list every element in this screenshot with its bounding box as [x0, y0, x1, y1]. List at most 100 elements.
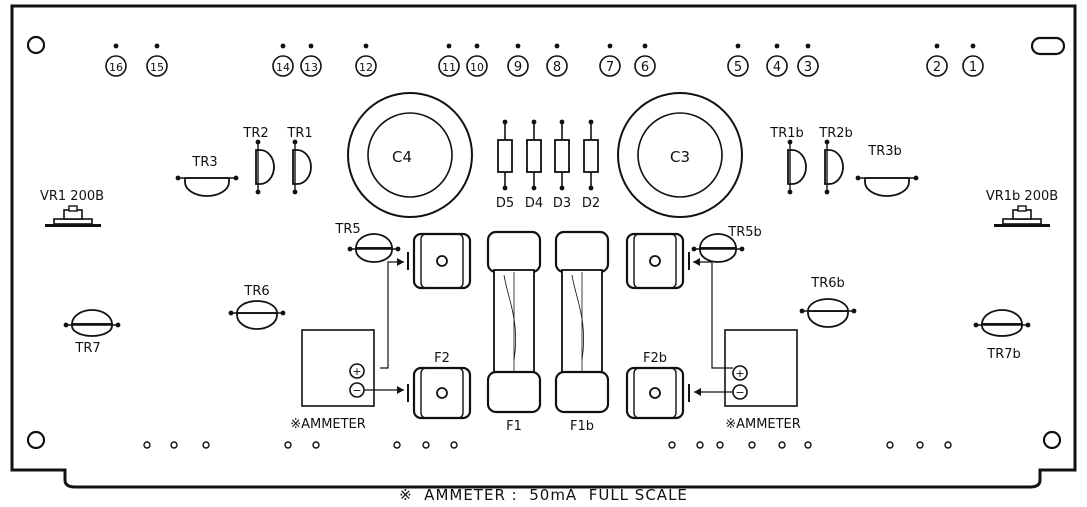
terminal-number: 12 [359, 61, 373, 74]
pad-hole [804, 441, 812, 449]
transistor-tr5b: TR5b [691, 225, 762, 263]
terminal-ring [272, 55, 294, 77]
transistor-tr7b: TR7b [973, 309, 1031, 362]
pad-hole [944, 441, 952, 449]
terminal-number: 10 [470, 61, 484, 74]
transistor-tr2: TR2 [242, 126, 275, 195]
terminal-dot [934, 43, 940, 49]
transistor-tr1: TR1 [286, 126, 313, 195]
terminal-number: 13 [304, 61, 318, 74]
transistor-tr3: TR3 [175, 155, 239, 197]
pad-hole [312, 441, 320, 449]
terminal-dot [607, 43, 613, 49]
transistor-tr7b-label: TR7b [986, 347, 1021, 362]
transistor-tr2b: TR2b [818, 126, 853, 195]
transistor-tr2b-label: TR2b [818, 126, 853, 141]
transistor-tr3-label: TR3 [191, 155, 217, 170]
terminal-dot [970, 43, 976, 49]
ammeter-left-label: ※AMMETER [290, 417, 366, 432]
terminal-dot [113, 43, 119, 49]
bottom-pad-row [143, 441, 952, 449]
terminal-dot [474, 43, 480, 49]
transistor-tr7: TR7 [63, 309, 121, 356]
terminal-dot [554, 43, 560, 49]
terminal-ring [599, 55, 621, 77]
terminal-ring [438, 55, 460, 77]
terminal-ring [466, 55, 488, 77]
ammeter-left-plus: + [352, 365, 361, 378]
diode-d4: D4 [525, 119, 543, 211]
terminal-number: 6 [641, 60, 649, 75]
terminal-dot [642, 43, 648, 49]
terminal-dot [515, 43, 521, 49]
transistor-tr1b: TR1b [769, 126, 807, 195]
capacitor-c3-label: C3 [670, 148, 690, 166]
panel-outline [10, 4, 1077, 489]
transistor-tr1b-label: TR1b [769, 126, 804, 141]
ammeter-right: + − ※AMMETER [693, 258, 801, 432]
terminal-number: 9 [514, 60, 522, 75]
transistor-tr1-label: TR1 [286, 126, 312, 141]
terminal-ring [546, 55, 568, 77]
ammeter-left-minus: − [352, 384, 361, 397]
mounting-hole [26, 35, 46, 55]
pad-hole [778, 441, 786, 449]
transistor-tr6: TR6 [228, 284, 286, 330]
terminal-number: 5 [734, 60, 742, 75]
transistor-tr5b-label: TR5b [727, 225, 762, 240]
terminal-ring [300, 55, 322, 77]
terminal-dot [308, 43, 314, 49]
transistor-tr5-label: TR5 [334, 222, 360, 237]
terminal-ring [962, 55, 984, 77]
mounting-slot [1030, 36, 1066, 56]
terminal-dot [363, 43, 369, 49]
transistor-tr2-label: TR2 [242, 126, 268, 141]
transistor-tr6b: TR6b [799, 276, 857, 328]
pot-vr1b-label: VR1b 200B [986, 189, 1058, 204]
terminal-ring [926, 55, 948, 77]
pad-hole [143, 441, 151, 449]
fuse-holder-f2b: F2b [625, 351, 690, 420]
terminal-number: 14 [276, 61, 290, 74]
terminal-number: 2 [933, 60, 941, 75]
pad-hole [284, 441, 292, 449]
terminal-number: 4 [773, 60, 781, 75]
ammeter-right-minus: − [735, 386, 744, 399]
terminal-ring [766, 55, 788, 77]
diode-d3-label: D3 [553, 196, 571, 211]
ammeter-left: + − ※AMMETER [290, 258, 404, 432]
fuse-holder-top-left [407, 232, 472, 290]
terminal-ring [634, 55, 656, 77]
diode-d2-label: D2 [582, 196, 600, 211]
ammeter-scale-note: ※ AMMETER : 50mA FULL SCALE [399, 486, 688, 504]
terminal-ring [727, 55, 749, 77]
capacitor-c4-label: C4 [392, 148, 412, 166]
capacitor-c4: C4 [347, 92, 473, 218]
terminal-number: 16 [109, 61, 123, 74]
terminal-ring [507, 55, 529, 77]
pad-hole [696, 441, 704, 449]
fuse-holder-f2b-label: F2b [643, 351, 667, 366]
terminal-number: 15 [150, 61, 164, 74]
fuse-f1: F1 [486, 230, 542, 434]
fuse-f1-label: F1 [506, 419, 522, 434]
terminal-dot [805, 43, 811, 49]
pad-hole [170, 441, 178, 449]
pad-hole [422, 441, 430, 449]
terminal-dot [446, 43, 452, 49]
ammeter-right-plus: + [735, 367, 744, 380]
transistor-tr5: TR5 [334, 222, 401, 263]
pad-hole [668, 441, 676, 449]
terminal-ring [105, 55, 127, 77]
fuse-f1b: F1b [554, 230, 610, 434]
transistor-tr6-label: TR6 [243, 284, 269, 299]
pot-vr1-label: VR1 200B [40, 189, 104, 204]
pot-vr1b: VR1b 200B [986, 189, 1058, 227]
terminal-number: 8 [553, 60, 561, 75]
pad-hole [450, 441, 458, 449]
terminal-number: 7 [606, 60, 614, 75]
diode-d2: D2 [582, 119, 600, 211]
pad-hole [748, 441, 756, 449]
